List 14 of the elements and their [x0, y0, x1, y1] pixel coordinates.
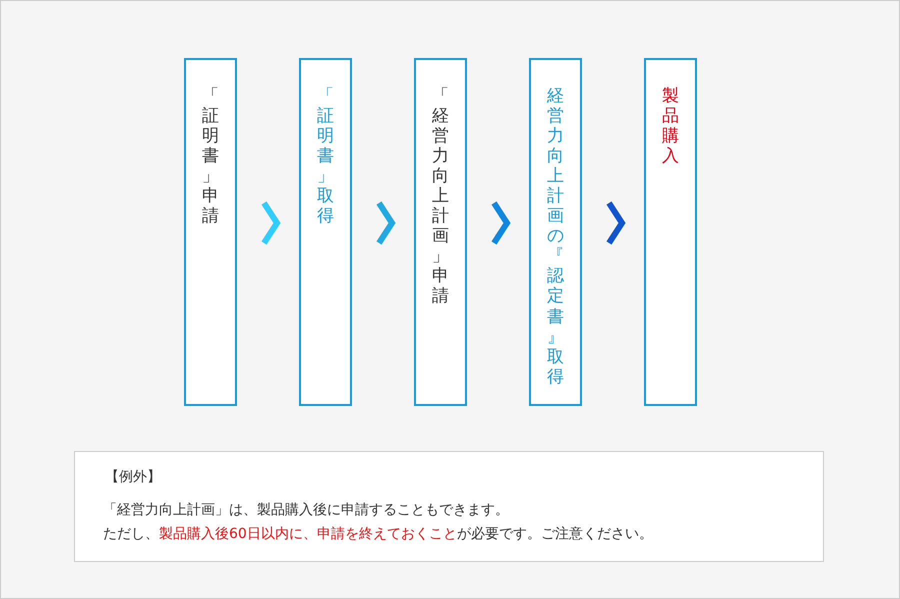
note-text: ただし、製品購入後60日以内に、申請を終えておくことが必要です。ご注意ください。 [103, 525, 654, 544]
note-text: 「経営力向上計画」は、製品購入後に申請することもできます。 [103, 501, 510, 520]
step-label: 「証明書」申請 [202, 86, 219, 228]
step-box [184, 58, 237, 406]
note-heading: 【例外】 [105, 468, 162, 486]
step-box [644, 58, 697, 406]
step-label: 「証明書」取得 [317, 86, 334, 228]
step-label: 製品購入 [662, 86, 679, 168]
step-box [529, 58, 582, 406]
note-box [74, 451, 824, 562]
step-box [414, 58, 467, 406]
step-label: 経営力向上計画の『認定書』取得 [547, 86, 564, 389]
step-box [299, 58, 352, 406]
step-label: 「経営力向上計画」申請 [432, 86, 449, 308]
